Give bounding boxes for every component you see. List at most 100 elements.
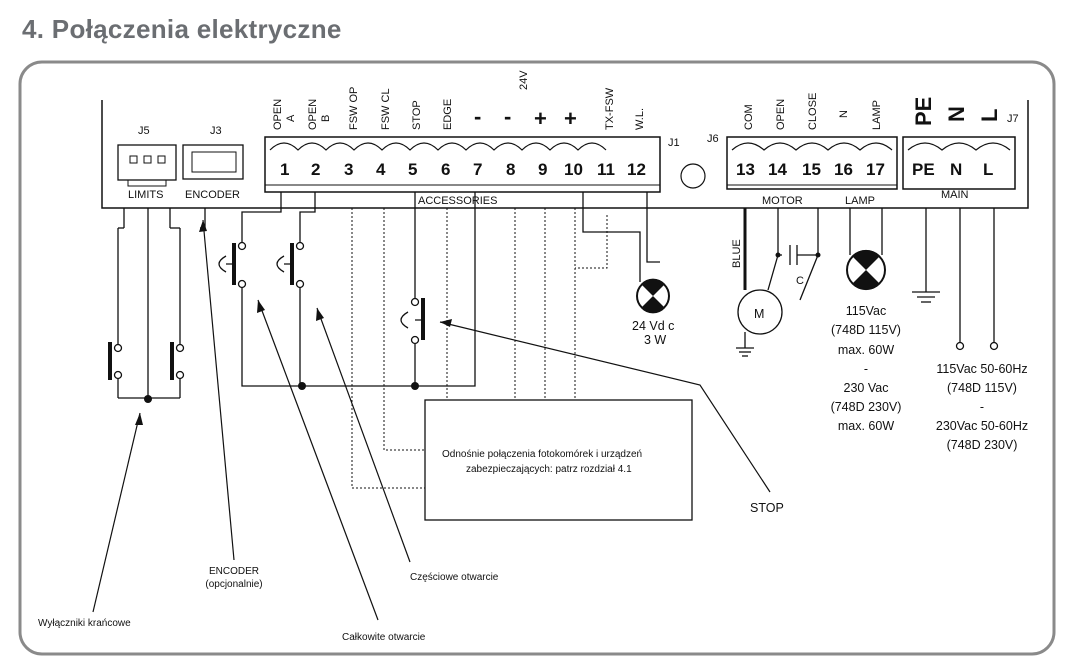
blue-wire-label: BLUE: [731, 239, 743, 268]
motor-icon: [737, 289, 783, 335]
lamp-24v-icon: [636, 278, 670, 314]
terminal-13: 13: [736, 160, 755, 179]
lamp-label: LAMP: [845, 195, 875, 207]
header-open-a-1: OPEN: [272, 99, 284, 130]
limit-switches: [108, 208, 185, 399]
header-minus-8: -: [504, 104, 511, 129]
terminal-14: 14: [768, 160, 787, 179]
j1-scallops: [269, 142, 607, 151]
page-title: 4. Połączenia elektryczne: [22, 14, 342, 44]
header-edge: EDGE: [442, 99, 454, 130]
terminal-15: 15: [802, 160, 821, 179]
header-plus-9: +: [534, 106, 547, 131]
j7-block: [902, 136, 1016, 190]
header-stop: STOP: [411, 100, 423, 130]
motor-label: MOTOR: [762, 195, 803, 207]
main-spec-5: (748D 230V): [947, 438, 1018, 452]
note-line-2: zabezpieczających: patrz rozdział 4.1: [466, 464, 632, 475]
main-label: MAIN: [941, 189, 969, 201]
header-pe: PE: [911, 97, 936, 126]
terminal-3: 3: [344, 160, 353, 179]
j5-label: J5: [138, 125, 150, 137]
accessories-label: ACCESSORIES: [418, 195, 497, 207]
lamp-spec-7: max. 60W: [838, 419, 894, 433]
j6-label: J6: [707, 133, 719, 145]
main-supply: [912, 208, 999, 351]
terminal-8: 8: [506, 160, 515, 179]
lamp-spec-5: 230 Vac: [844, 381, 889, 395]
lamp-spec-3: max. 60W: [838, 343, 894, 357]
header-open-a-2: A: [285, 114, 297, 122]
header-n-big: N: [944, 106, 969, 122]
j3-label: J3: [210, 125, 222, 137]
board-hole: [680, 163, 706, 189]
lamp-icon: [846, 249, 886, 291]
limits-label: LIMITS: [128, 189, 163, 201]
terminal-pe: PE: [912, 160, 935, 179]
callout-lines: [92, 219, 771, 621]
header-n: N: [838, 110, 850, 118]
note-line-1: Odnośnie połączenia fotokomórek i urządz…: [442, 449, 642, 460]
terminal-17: 17: [866, 160, 885, 179]
header-24v: 24V: [518, 70, 530, 90]
lamp-spec-6: (748D 230V): [831, 400, 902, 414]
lamp-spec-4: -: [864, 362, 868, 376]
stop-button: [400, 192, 425, 386]
j6-scallops: [731, 142, 893, 151]
terminal-9: 9: [538, 160, 547, 179]
main-spec-4: 230Vac 50-60Hz: [936, 419, 1028, 433]
diagram-frame: [18, 60, 1056, 656]
lamp24-spec-2: 3 W: [644, 333, 666, 347]
terminal-l: L: [983, 160, 993, 179]
callout-partial: Częściowe otwarcie: [410, 572, 499, 583]
j1-label: J1: [668, 137, 680, 149]
header-plus-10: +: [564, 106, 577, 131]
lamp-spec: 115Vac (748D 115V) max. 60W - 230 Vac (7…: [831, 304, 902, 433]
lamp24-spec-1: 24 Vd c: [632, 319, 674, 333]
lamp-spec-2: (748D 115V): [831, 323, 901, 337]
header-l-big: L: [977, 109, 1002, 122]
terminal-5: 5: [408, 160, 417, 179]
open-buttons: [218, 192, 476, 387]
j3-connector: [182, 144, 244, 180]
j1-block: [264, 136, 661, 193]
header-tx-fsw: TX-FSW: [604, 87, 616, 130]
header-lamp: LAMP: [871, 100, 883, 130]
main-spec-3: -: [980, 400, 984, 414]
j7-label: J7: [1007, 113, 1019, 125]
terminal-1: 1: [280, 160, 289, 179]
terminal-n: N: [950, 160, 962, 179]
terminal-16: 16: [834, 160, 853, 179]
header-open-b-1: OPEN: [307, 99, 319, 130]
j6-block: [726, 136, 898, 190]
header-open-b-2: B: [320, 115, 332, 122]
header-close: CLOSE: [807, 93, 819, 130]
terminal-4: 4: [376, 160, 386, 179]
main-spec-2: (748D 115V): [947, 381, 1017, 395]
header-fsw-cl: FSW CL: [380, 88, 392, 130]
accessory-wires: [351, 208, 608, 489]
header-minus-7: -: [474, 104, 481, 129]
terminal-6: 6: [441, 160, 450, 179]
header-open: OPEN: [775, 99, 787, 130]
lamp-spec-1: 115Vac: [846, 304, 887, 318]
callout-full: Całkowite otwarcie: [342, 632, 426, 643]
j7-scallops: [907, 142, 1011, 151]
motor-wiring: [736, 208, 819, 357]
note-box: [424, 399, 693, 521]
terminal-10: 10: [564, 160, 583, 179]
header-com: COM: [743, 104, 755, 130]
capacitor-c: C: [796, 275, 804, 287]
main-spec: 115Vac 50-60Hz (748D 115V) - 230Vac 50-6…: [936, 362, 1028, 452]
callout-encoder-1: ENCODER: [209, 566, 259, 577]
callout-stop: STOP: [750, 501, 784, 515]
terminal-11: 11: [597, 160, 615, 179]
header-fsw-op: FSW OP: [348, 87, 360, 130]
main-spec-1: 115Vac 50-60Hz: [936, 362, 1027, 376]
terminal-2: 2: [311, 160, 320, 179]
motor-m: M: [754, 307, 764, 321]
terminal-7: 7: [473, 160, 482, 179]
callout-limits: Wyłączniki krańcowe: [38, 618, 131, 629]
encoder-label: ENCODER: [185, 189, 240, 201]
